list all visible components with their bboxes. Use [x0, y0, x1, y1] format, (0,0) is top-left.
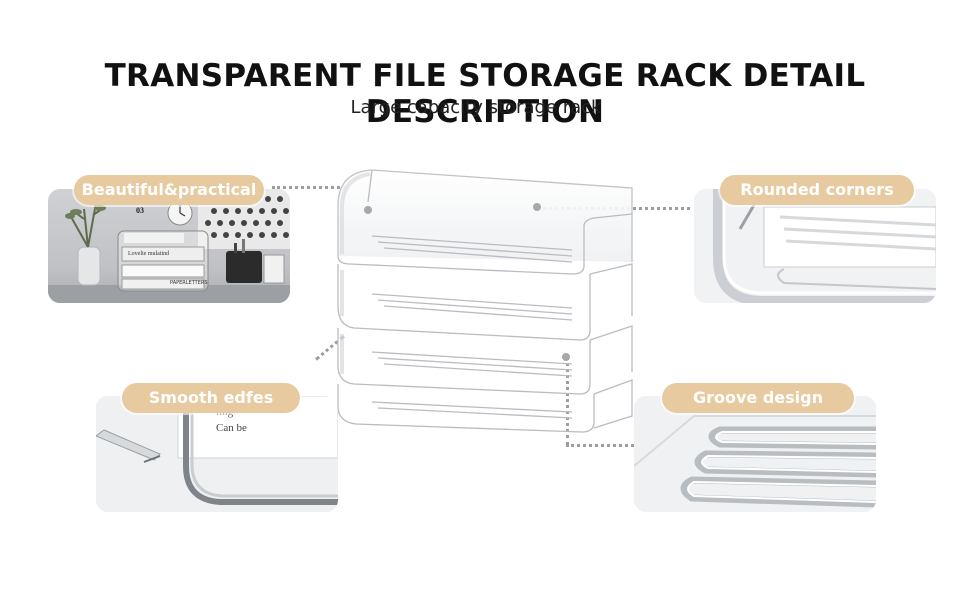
- smooth-card-text-line2: Can be: [216, 422, 247, 434]
- page-subtitle: Large capacity storage rack: [350, 97, 602, 118]
- groove-design-photo: [634, 396, 876, 512]
- desk-paper-label: PAPERLETTERS: [170, 280, 208, 286]
- connector-groove-vertical: [566, 356, 569, 446]
- connector-point: [562, 353, 570, 361]
- desk-scene-photo: 03 Lovelie mulatind PAPERLETTERS: [48, 189, 290, 303]
- feature-label-groove: Groove design: [662, 383, 854, 413]
- connector-beautiful: [272, 186, 346, 189]
- product-rack-image: [332, 166, 636, 434]
- feature-label-smooth: Smooth edfes: [122, 383, 300, 413]
- connector-point: [364, 206, 372, 214]
- connector-point: [533, 203, 541, 211]
- desk-book-title: Lovelie mulatind: [128, 251, 170, 257]
- connector-groove-horizontal: [566, 444, 634, 447]
- page-title: TRANSPARENT FILE STORAGE RACK DETAIL DES…: [104, 58, 866, 130]
- desk-clock-number: 03: [136, 206, 144, 215]
- feature-label-rounded: Rounded corners: [720, 175, 914, 205]
- feature-label-beautiful: Beautiful&practical: [74, 175, 264, 205]
- rounded-corners-photo: [694, 189, 936, 303]
- smooth-edges-photo: ling Can be: [96, 396, 338, 512]
